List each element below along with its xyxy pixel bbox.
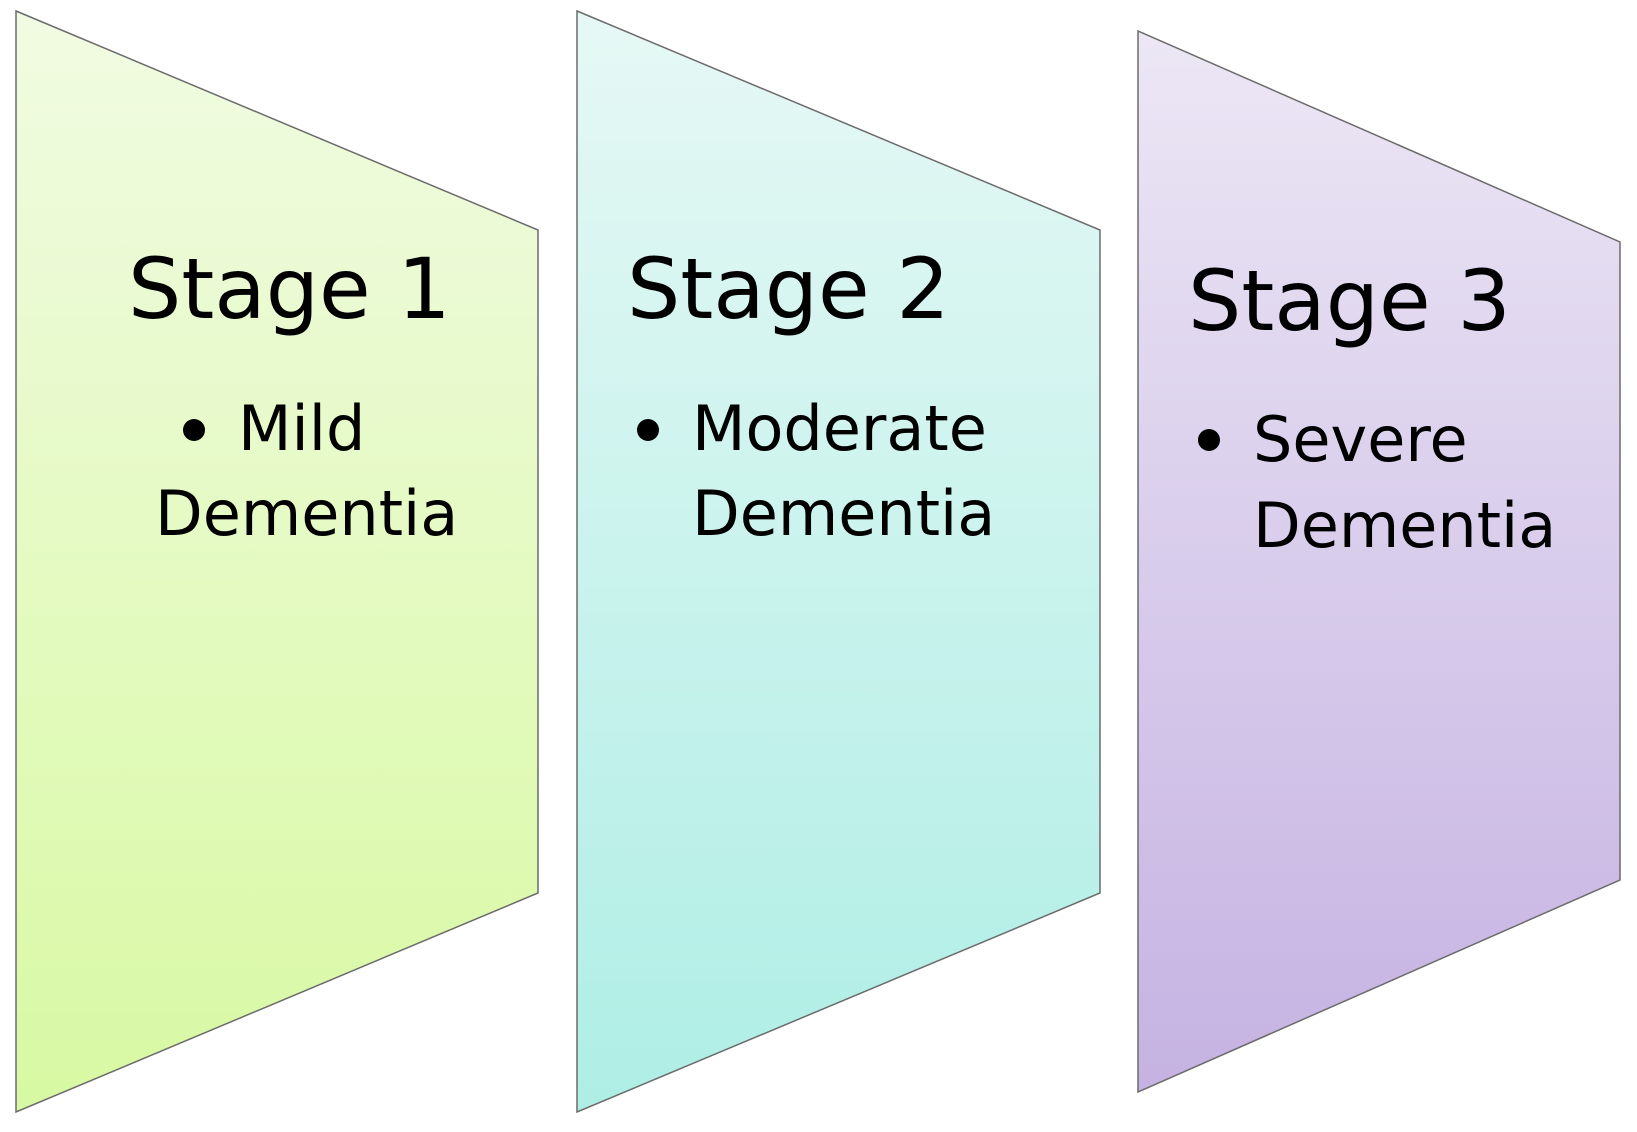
- stage-2-item-line2: Dementia: [692, 477, 995, 550]
- stage-3-bullet-icon: [1198, 429, 1220, 451]
- stage-2-item-line1: Moderate: [692, 392, 987, 465]
- stage-3-title: Stage 3: [1188, 252, 1511, 350]
- stage-3-item-line2: Dementia: [1253, 489, 1556, 562]
- stage-1-panel: Stage 1 Mild Dementia: [15, 9, 539, 1114]
- stage-1-item-line1: Mild: [238, 392, 365, 465]
- stage-3-panel: Stage 3 Severe Dementia: [1137, 29, 1621, 1094]
- stage-1-title: Stage 1: [128, 240, 451, 338]
- stage-1-bullet-icon: [183, 419, 205, 441]
- stage-3-item-line1: Severe: [1253, 403, 1468, 476]
- stage-2-bullet-icon: [637, 419, 659, 441]
- stage-1-shape: [15, 9, 539, 1114]
- stage-1-item-line2: Dementia: [155, 477, 458, 550]
- stage-2-shape: [576, 9, 1101, 1114]
- stage-3-shape: [1137, 29, 1621, 1094]
- stage-2-title: Stage 2: [627, 240, 950, 338]
- stage-2-panel: Stage 2 Moderate Dementia: [576, 9, 1101, 1114]
